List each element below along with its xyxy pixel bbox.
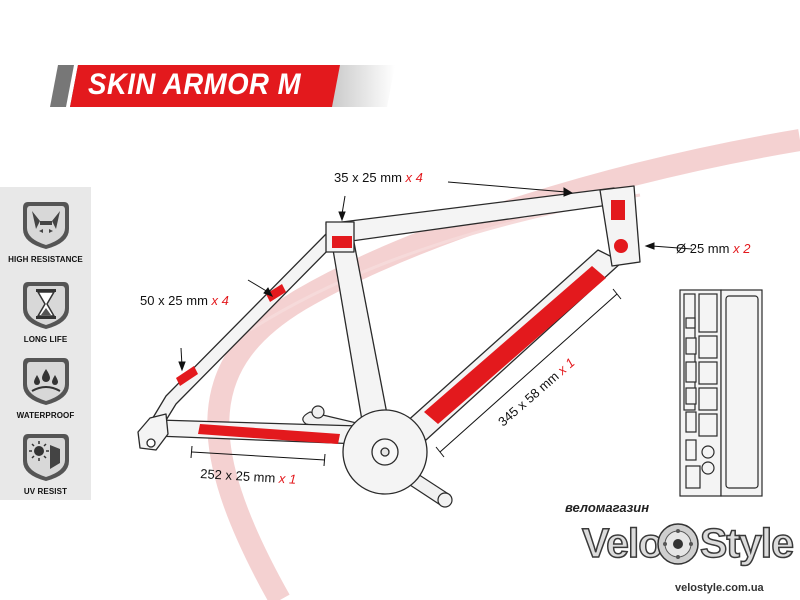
armor-patch-top-tube <box>332 236 352 248</box>
features-panel: HIGH RESISTANCE LONG LIFE WATERPROOF <box>0 187 91 500</box>
brand-logo-style: Style <box>699 519 795 567</box>
dimension-lines <box>190 288 622 467</box>
armor-patch-head-round <box>614 239 628 253</box>
armor-patches <box>176 200 628 444</box>
page-title: SKIN ARMOR M <box>88 68 302 101</box>
water-drops-icon <box>23 358 69 405</box>
dim-size: 50 x 25 mm <box>140 293 208 308</box>
dim-mult: x 1 <box>277 471 296 487</box>
background-swoosh <box>207 129 800 600</box>
dim-head-tube: Ø 25 mm x 2 <box>676 241 751 256</box>
brand-subtitle: веломагазин <box>565 500 650 515</box>
bottom-bracket <box>342 409 428 495</box>
armor-patch-seat-stay-lower <box>176 366 198 386</box>
callout-arrows <box>178 181 693 372</box>
sun-icon <box>23 434 69 481</box>
dim-size: Ø 25 mm <box>676 241 729 256</box>
dim-top-tube: 35 x 25 mm x 4 <box>334 170 423 185</box>
armor-patch-head-top <box>611 200 625 220</box>
dim-size: 252 x 25 mm <box>200 466 276 486</box>
high-resistance-icon <box>23 202 69 249</box>
dim-mult: x 4 <box>211 293 229 308</box>
dim-size: 35 x 25 mm <box>334 170 402 185</box>
dim-chain-stay: 252 x 25 mm x 1 <box>200 466 297 487</box>
dim-seat-stay: 50 x 25 mm x 4 <box>140 293 229 308</box>
brand-url: velostyle.com.ua <box>675 582 764 594</box>
brake-disc-logo-icon <box>657 523 699 565</box>
dim-mult: x 4 <box>405 170 423 185</box>
armor-patch-seat-stay-upper <box>266 284 286 302</box>
armor-patch-down-tube <box>424 266 606 424</box>
hourglass-icon <box>23 282 69 329</box>
feature-label: WATERPROOF <box>16 411 75 420</box>
feature-label: HIGH RESISTANCE <box>8 255 83 264</box>
brand-logo-velo: Velo <box>581 519 664 567</box>
dim-mult: x 1 <box>554 355 578 378</box>
armor-patch-chain-stay <box>198 424 340 444</box>
title-banner <box>50 65 395 107</box>
feature-label: UV RESIST <box>23 487 68 496</box>
sticker-sheet <box>679 289 763 497</box>
dim-mult: x 2 <box>732 241 751 256</box>
dim-size: 345 x 58 mm <box>495 369 562 430</box>
feature-label: LONG LIFE <box>23 335 68 344</box>
